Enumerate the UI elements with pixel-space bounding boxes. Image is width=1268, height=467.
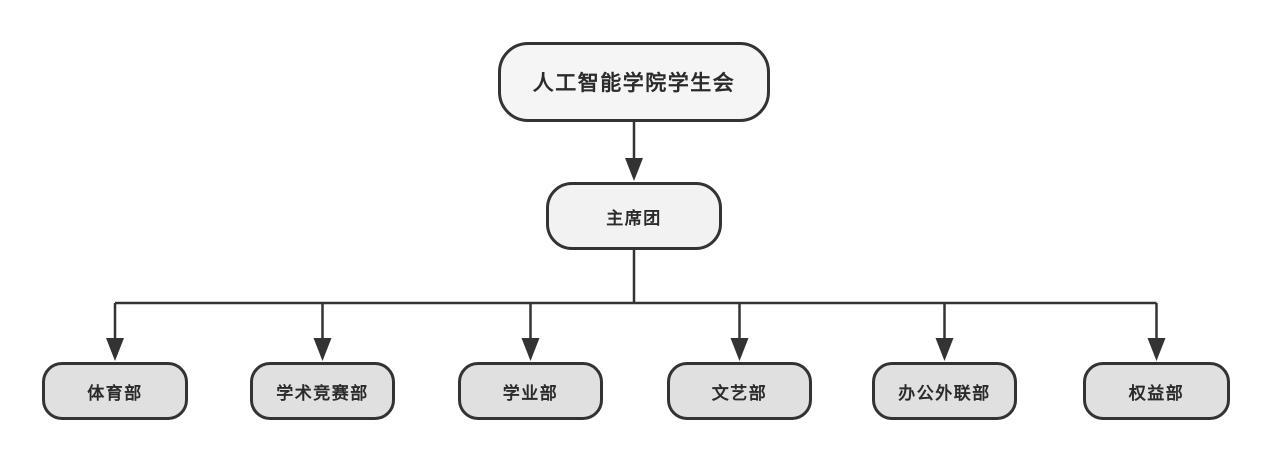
org-node-arts-dept: 文艺部 [667, 362, 812, 420]
org-node-label: 体育部 [87, 383, 143, 403]
org-node-label: 权益部 [1128, 383, 1185, 403]
arrowhead-office [935, 338, 954, 361]
org-node-root-label: 人工智能学院学生会 [532, 72, 736, 95]
org-node-presidium: 主席团 [546, 182, 722, 250]
org-node-rights-dept: 权益部 [1083, 362, 1230, 420]
org-node-presidium-label: 主席团 [606, 208, 662, 228]
arrowhead-competition [313, 338, 332, 361]
org-node-label: 办公外联部 [898, 383, 991, 403]
org-node-label: 学业部 [502, 383, 559, 403]
arrowhead-arts [730, 338, 749, 361]
org-node-academic-competition-dept: 学术竞赛部 [250, 362, 395, 420]
org-node-label: 学术竞赛部 [276, 383, 369, 403]
org-node-academics-dept: 学业部 [458, 362, 603, 420]
arrowhead-academics [521, 338, 540, 361]
arrowhead-presidium [625, 158, 643, 181]
org-node-root: 人工智能学院学生会 [498, 42, 770, 122]
org-node-office-outreach-dept: 办公外联部 [872, 362, 1017, 420]
arrowhead-rights [1147, 338, 1166, 361]
org-node-label: 文艺部 [711, 383, 768, 403]
org-node-sports-dept: 体育部 [42, 362, 188, 420]
arrowhead-sports [106, 338, 124, 361]
